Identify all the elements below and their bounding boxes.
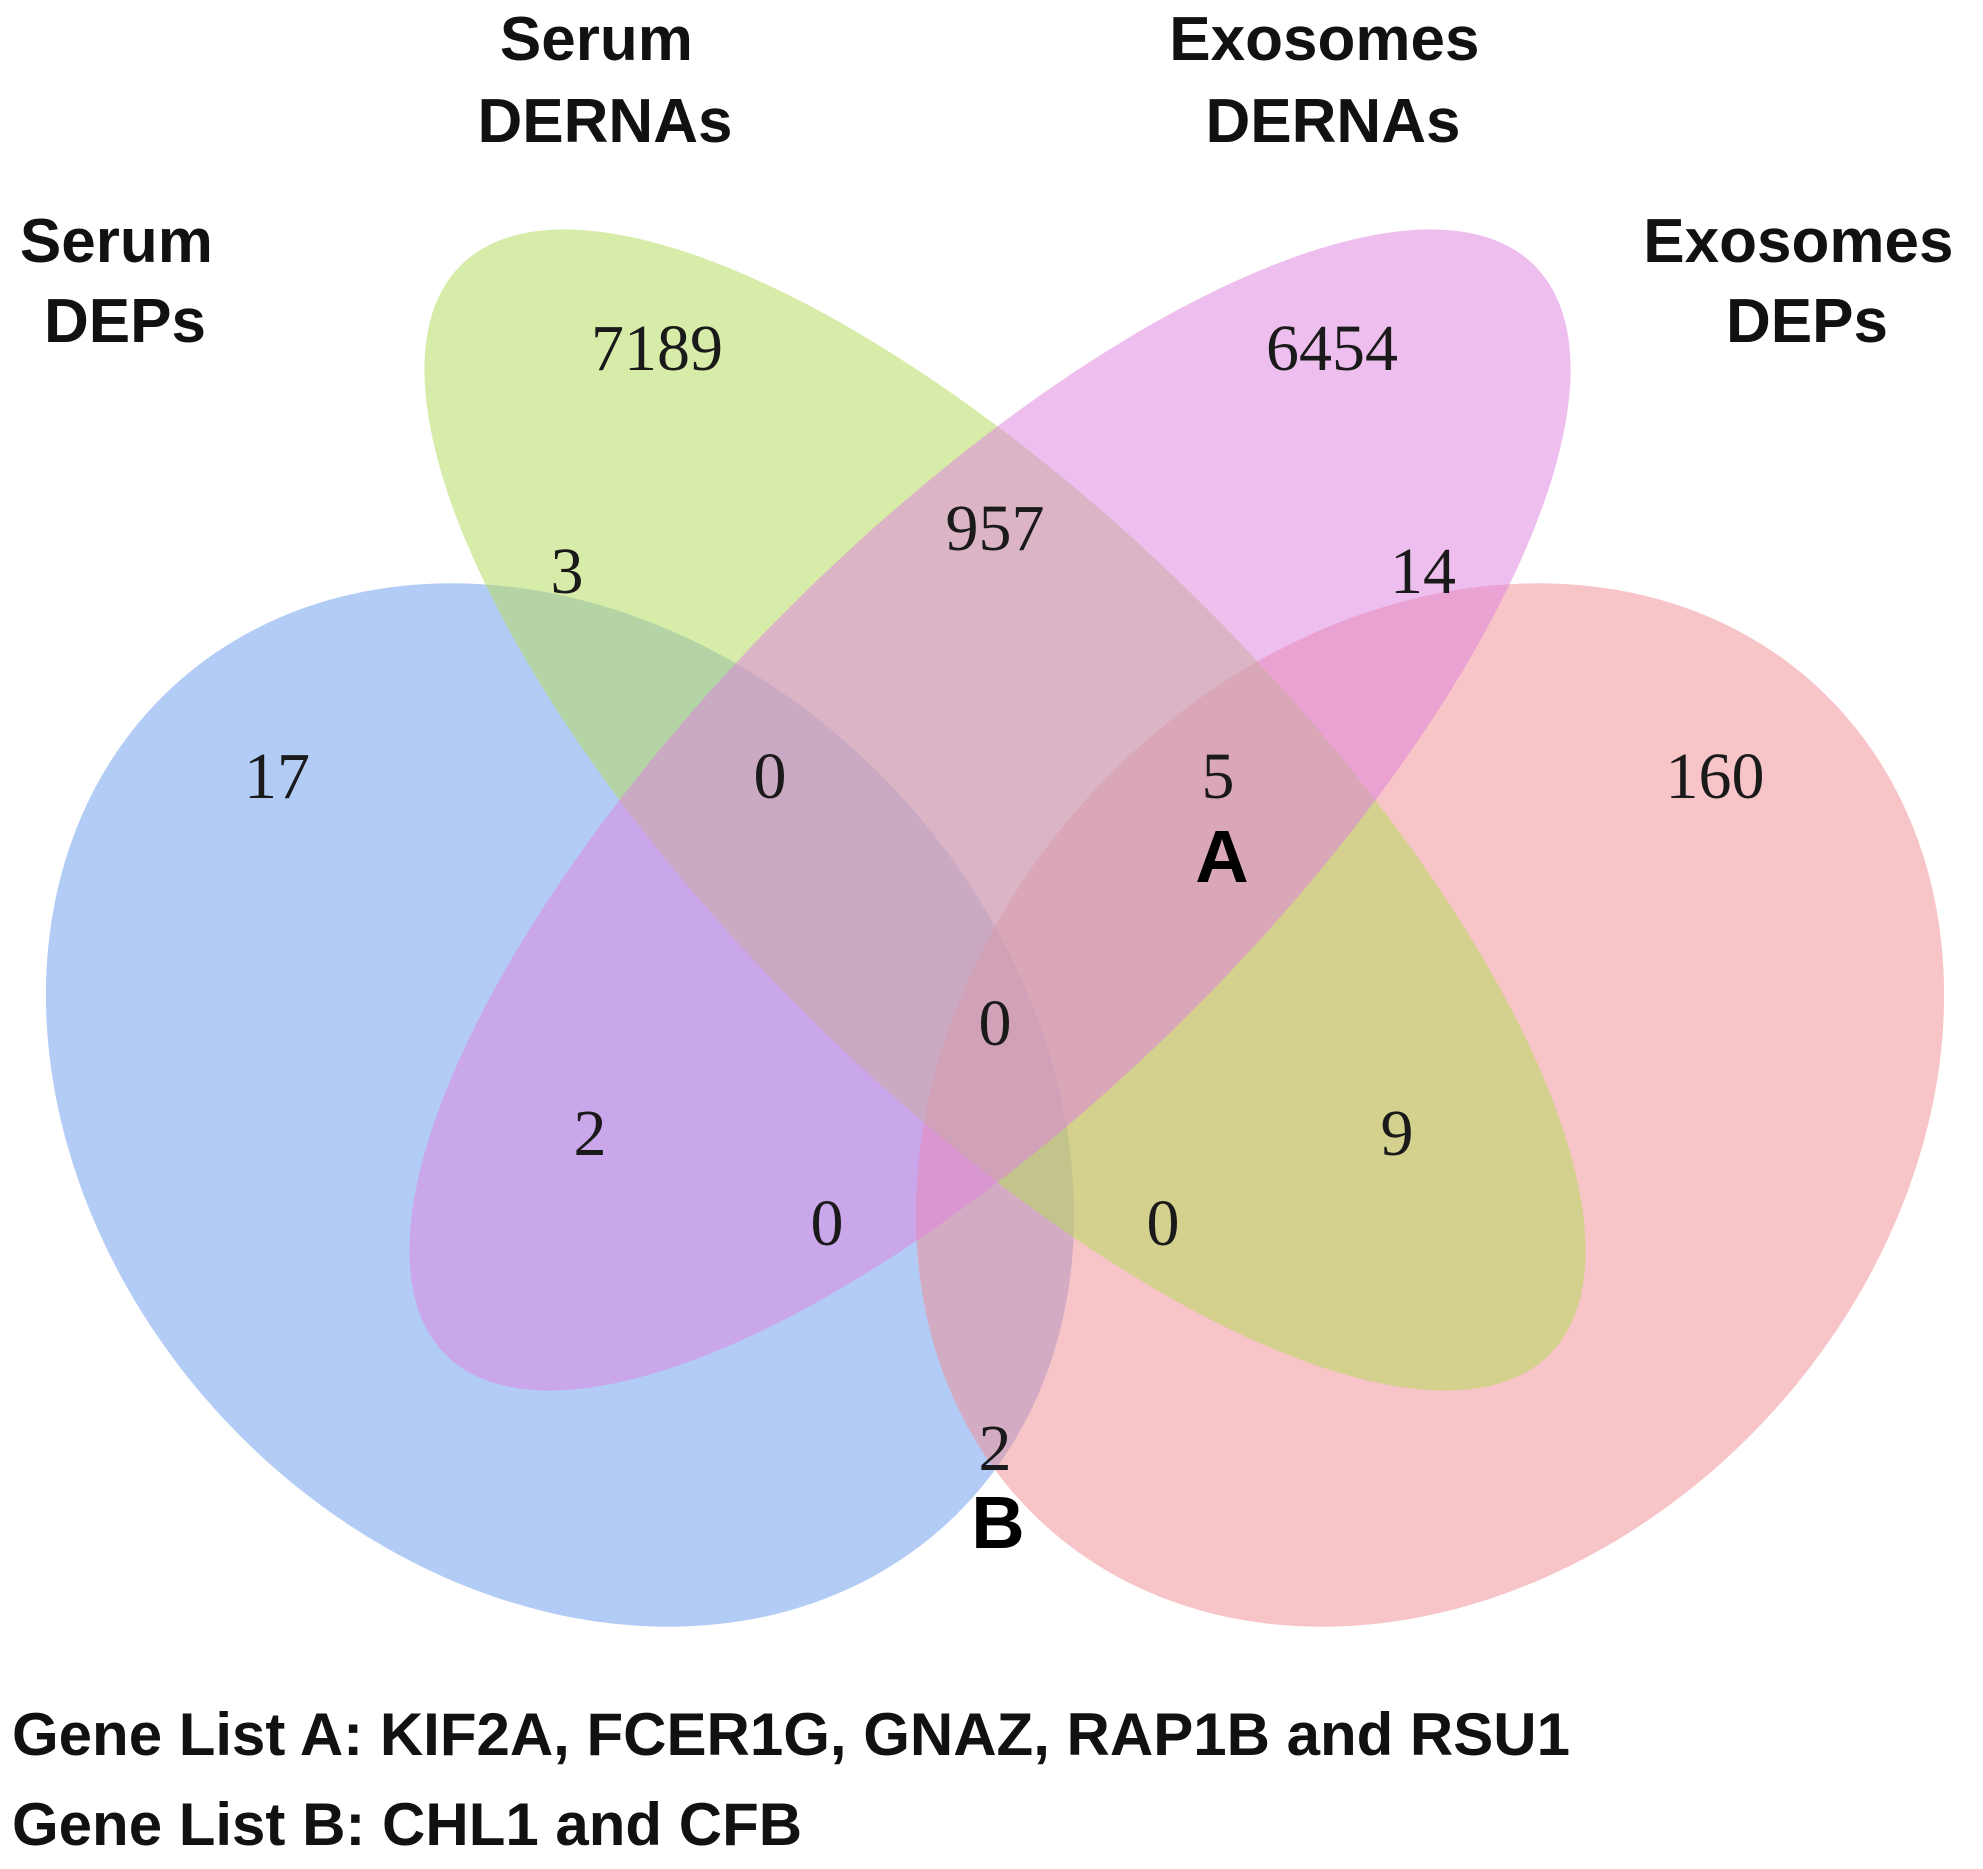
count-serum-deps-serum-dernas-exosomes-dernas: 0 — [754, 740, 787, 813]
count-serum-dernas-exosomes-dernas: 957 — [946, 492, 1045, 565]
count-all-four: 0 — [979, 987, 1012, 1060]
count-serum-deps-only: 17 — [244, 740, 310, 813]
set-label-serum-dernas: Serum DERNAs — [478, 5, 733, 156]
marker-a: A — [1195, 815, 1248, 898]
set-label-line: DEPs — [1726, 287, 1888, 356]
gene-list-a: Gene List A: KIF2A, FCER1G, GNAZ, RAP1B … — [12, 1701, 1570, 1768]
count-serum-deps-exosomes-dernas-exosomes-deps: 0 — [811, 1187, 844, 1260]
set-label-exosomes-deps: Exosomes DEPs — [1643, 207, 1970, 356]
count-exosomes-dernas-only: 6454 — [1266, 312, 1398, 385]
count-serum-dernas-exosomes-deps: 9 — [1381, 1097, 1414, 1170]
set-label-serum-deps: Serum DEPs — [20, 207, 230, 356]
set-label-line: DERNAs — [478, 87, 733, 156]
marker-b: B — [971, 1481, 1024, 1564]
gene-list-b: Gene List B: CHL1 and CFB — [12, 1791, 803, 1858]
count-exosomes-dernas-exosomes-deps: 14 — [1390, 535, 1456, 608]
set-label-line: Serum — [500, 5, 693, 74]
count-exosomes-deps-only: 160 — [1666, 740, 1765, 813]
count-serum-dernas-exosomes-dernas-exosomes-deps: 5 — [1202, 740, 1235, 813]
set-label-line: DERNAs — [1206, 87, 1461, 156]
count-serum-dernas-only: 7189 — [591, 312, 723, 385]
set-label-line: Serum — [20, 207, 213, 276]
count-serum-deps-exosomes-deps: 2 — [979, 1412, 1012, 1485]
set-label-exosomes-dernas: Exosomes DERNAs — [1169, 5, 1496, 156]
set-label-line: Exosomes — [1643, 207, 1953, 276]
set-ellipse-exosomes-dernas — [409, 229, 1571, 1391]
count-serum-deps-serum-dernas: 3 — [551, 535, 584, 608]
set-label-line: DEPs — [44, 287, 206, 356]
set-label-line: Exosomes — [1169, 5, 1479, 74]
count-serum-deps-exosomes-dernas: 2 — [574, 1097, 607, 1170]
count-serum-deps-serum-dernas-exosomes-deps: 0 — [1147, 1187, 1180, 1260]
region-counts: 17 7189 6454 160 3 957 14 0 5 0 2 9 0 0 … — [244, 312, 1765, 1485]
set-shapes — [45, 229, 1945, 1627]
